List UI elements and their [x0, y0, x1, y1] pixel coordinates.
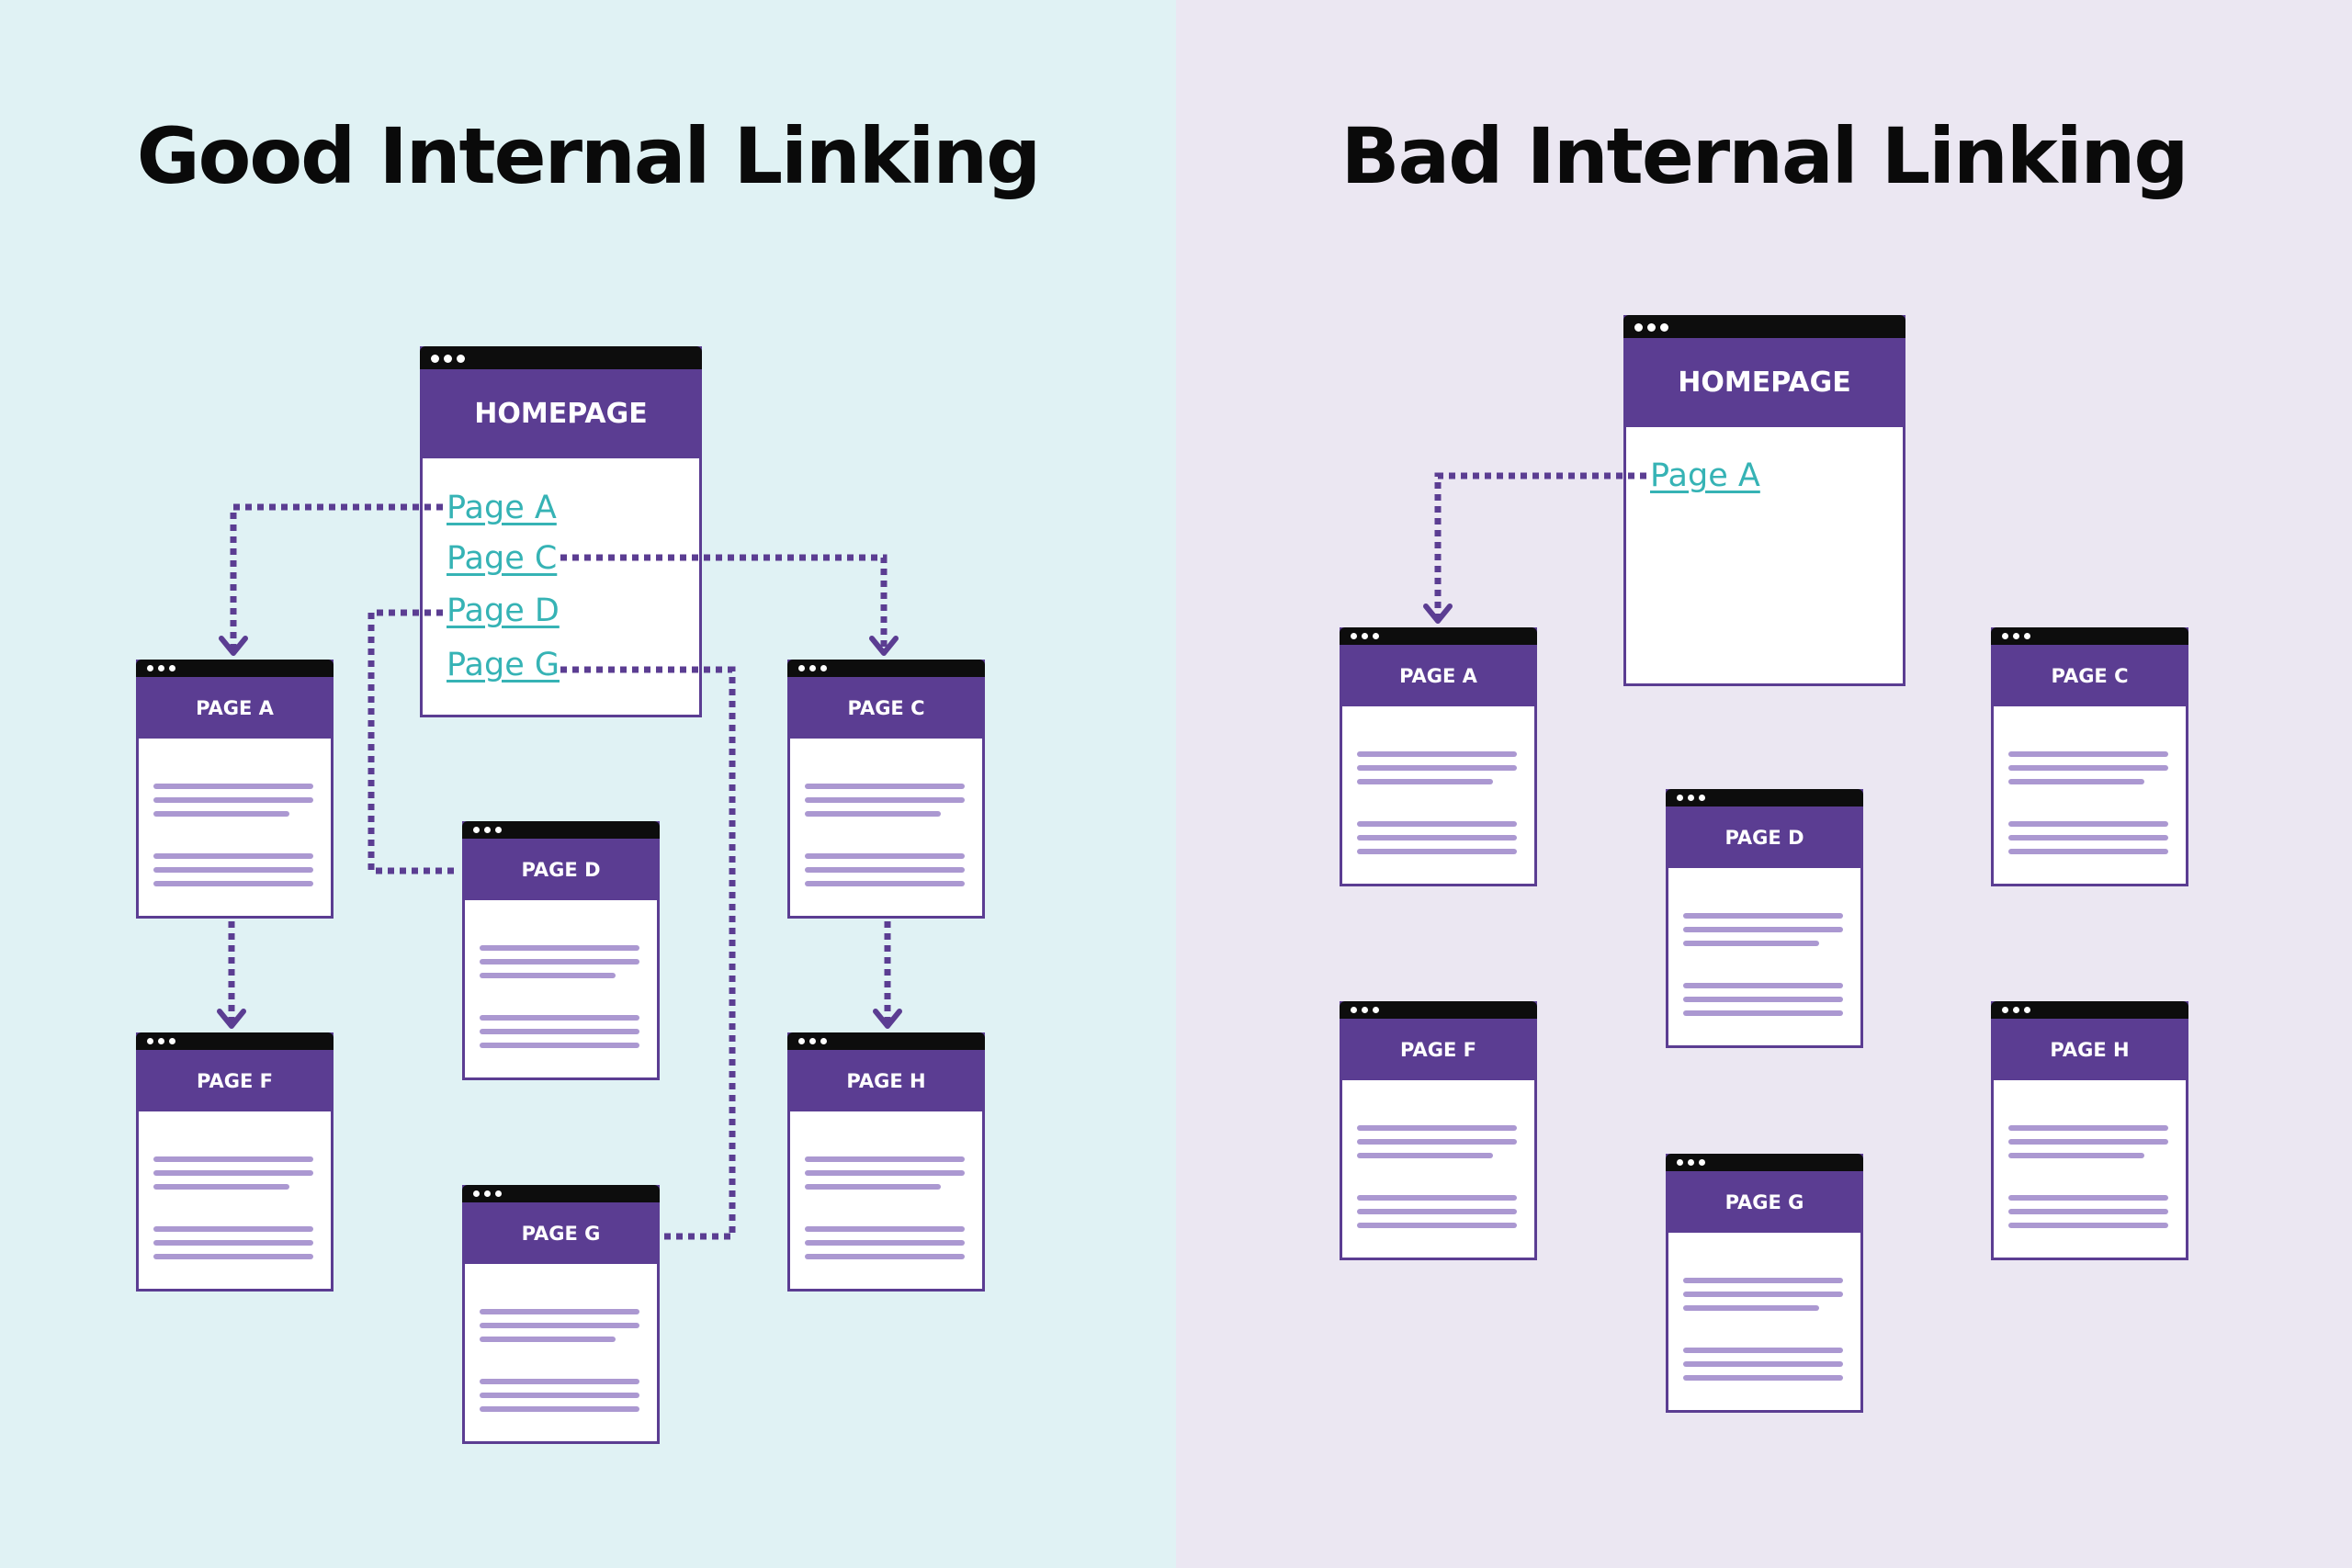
window-dots-icon: [798, 1032, 827, 1050]
window-dots-icon: [1351, 1001, 1379, 1019]
page-g-header: PAGE G: [462, 1202, 660, 1264]
page-d-header: PAGE D: [1666, 807, 1863, 868]
bad-page-h-window: PAGE H: [1991, 1001, 2188, 1260]
browser-bar: [136, 1032, 334, 1050]
window-dots-icon: [1634, 315, 1668, 339]
browser-bar: [462, 821, 660, 839]
page-a-header: PAGE A: [1340, 645, 1537, 706]
good-link-page-a[interactable]: Page A: [447, 490, 557, 526]
browser-bar: [1666, 789, 1863, 807]
window-dots-icon: [147, 1032, 175, 1050]
browser-bar: [462, 1185, 660, 1202]
browser-bar: [136, 660, 334, 677]
browser-bar: [1623, 315, 1905, 339]
homepage-header: HOMEPAGE: [420, 369, 702, 458]
window-dots-icon: [2002, 627, 2030, 645]
page-f-header: PAGE F: [1340, 1019, 1537, 1080]
window-dots-icon: [1351, 627, 1379, 645]
browser-bar: [1340, 627, 1537, 645]
page-g-header: PAGE G: [1666, 1171, 1863, 1233]
browser-bar: [787, 1032, 985, 1050]
good-page-f-window: PAGE F: [136, 1032, 334, 1292]
window-dots-icon: [1677, 789, 1705, 807]
good-page-g-window: PAGE G: [462, 1185, 660, 1444]
page-h-header: PAGE H: [787, 1050, 985, 1111]
good-link-page-c[interactable]: Page C: [447, 540, 558, 577]
page-h-header: PAGE H: [1991, 1019, 2188, 1080]
good-page-d-window: PAGE D: [462, 821, 660, 1080]
browser-bar: [1991, 627, 2188, 645]
good-homepage-window: HOMEPAGE: [420, 346, 702, 717]
bad-page-g-window: PAGE G: [1666, 1154, 1863, 1413]
page-c-header: PAGE C: [1991, 645, 2188, 706]
bad-page-f-window: PAGE F: [1340, 1001, 1537, 1260]
page-a-header: PAGE A: [136, 677, 334, 739]
bad-homepage-window: HOMEPAGE: [1623, 315, 1905, 686]
window-dots-icon: [147, 660, 175, 677]
homepage-header: HOMEPAGE: [1623, 338, 1905, 427]
browser-bar: [1991, 1001, 2188, 1019]
browser-bar: [420, 346, 702, 370]
good-link-page-g[interactable]: Page G: [447, 647, 560, 683]
page-d-header: PAGE D: [462, 839, 660, 900]
window-dots-icon: [473, 821, 502, 839]
good-page-h-window: PAGE H: [787, 1032, 985, 1292]
window-dots-icon: [473, 1185, 502, 1202]
window-dots-icon: [2002, 1001, 2030, 1019]
browser-bar: [1666, 1154, 1863, 1171]
browser-bar: [787, 660, 985, 677]
good-link-page-d[interactable]: Page D: [447, 592, 560, 629]
window-dots-icon: [798, 660, 827, 677]
bad-page-d-window: PAGE D: [1666, 789, 1863, 1048]
good-page-c-window: PAGE C: [787, 660, 985, 919]
browser-bar: [1340, 1001, 1537, 1019]
window-dots-icon: [1677, 1154, 1705, 1171]
page-c-header: PAGE C: [787, 677, 985, 739]
bad-page-a-window: PAGE A: [1340, 627, 1537, 886]
good-page-a-window: PAGE A: [136, 660, 334, 919]
window-dots-icon: [431, 346, 465, 370]
good-linking-title: Good Internal Linking: [136, 111, 1042, 201]
page-f-header: PAGE F: [136, 1050, 334, 1111]
bad-linking-title: Bad Internal Linking: [1340, 111, 2189, 201]
bad-link-page-a[interactable]: Page A: [1650, 457, 1760, 494]
bad-page-c-window: PAGE C: [1991, 627, 2188, 886]
